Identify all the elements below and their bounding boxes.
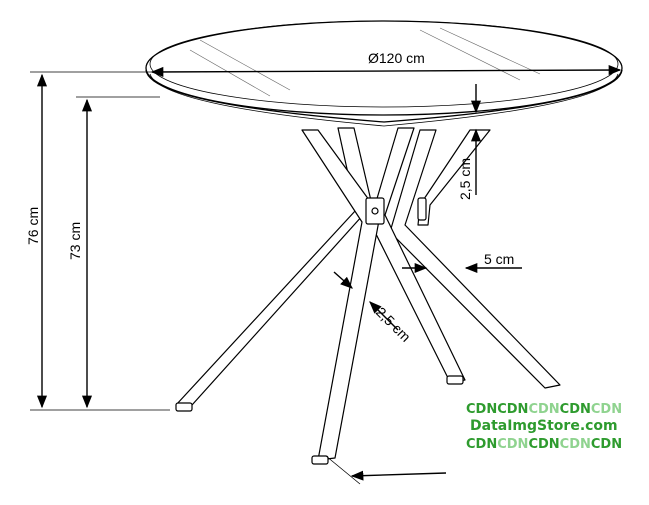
wm-cdn-1: CDN — [466, 402, 498, 417]
wm-cdn-5: CDN — [590, 402, 623, 417]
leg-height-label: 73 cm — [67, 222, 83, 260]
wm-cdn-3: CDN — [528, 402, 560, 417]
leg-depth-label: 2,5 cm — [373, 304, 414, 345]
wm-cdn-2: CDN — [497, 402, 529, 417]
wm-cdn-7: CDN — [497, 437, 529, 452]
watermark-site-name: DataImgStore.com — [470, 418, 618, 434]
diameter-label: Ø120 cm — [368, 50, 425, 66]
watermark-cdn-line-3: CDNCDNCDNCDNCDN — [466, 437, 622, 452]
table-legs — [175, 127, 561, 465]
wm-cdn-6: CDN — [466, 437, 498, 452]
top-thickness-label: 2,5 cm — [457, 158, 473, 200]
total-height-label: 76 cm — [25, 207, 41, 245]
table-top — [145, 20, 623, 127]
leg-width-label: 5 cm — [484, 251, 514, 267]
watermark-cdn-line-1: CDNCDNCDNCDNCDN — [466, 402, 622, 417]
wm-cdn-10: CDN — [590, 437, 623, 452]
wm-cdn-4: CDN — [559, 402, 591, 417]
wm-cdn-8: CDN — [528, 437, 560, 452]
wm-cdn-9: CDN — [559, 437, 591, 452]
dimension-lines — [30, 65, 622, 485]
